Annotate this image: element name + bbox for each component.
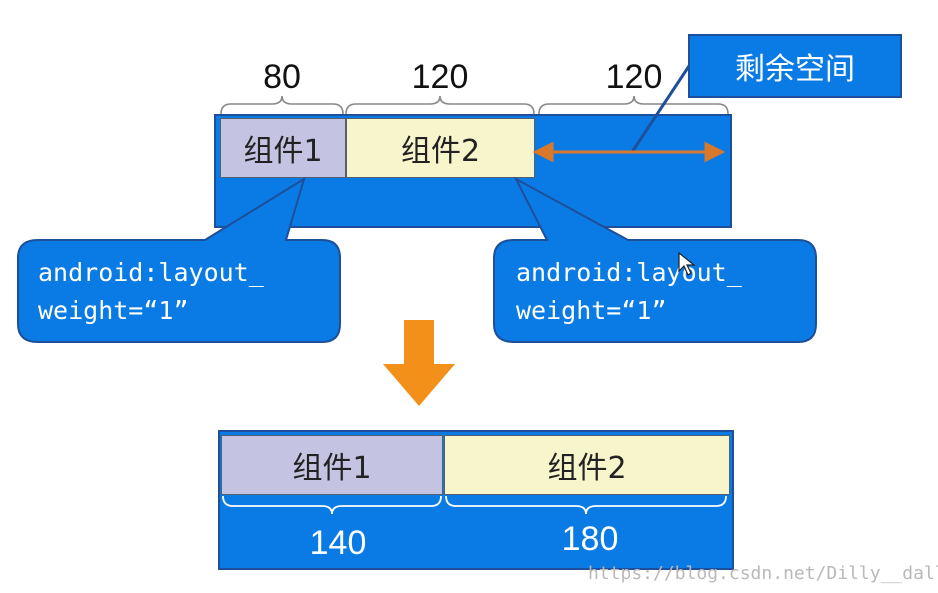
width-label-120-component2: 120 [411,58,469,96]
callout-right-bubble [493,176,817,343]
watermark: https://blog.csdn.net/Dilly__dally [588,563,938,584]
brace-180 [445,495,727,515]
down-arrow-icon [383,320,455,406]
width-label-120-remaining: 120 [605,58,663,96]
bottom-component2: 组件2 [444,435,730,495]
mouse-cursor-icon [678,252,696,276]
top-component1: 组件1 [220,118,346,178]
width-label-140: 140 [309,524,367,562]
callout-left-bubble [17,176,341,343]
brace-120-b [538,95,729,115]
brace-140 [222,495,442,515]
bottom-component1: 组件1 [221,435,443,495]
width-label-80: 80 [263,58,301,96]
callout-right-line2: weight=“1” [516,296,667,325]
top-component2: 组件2 [346,118,535,178]
width-label-180: 180 [561,520,619,558]
callout-left-line2: weight=“1” [38,296,189,325]
brace-80 [220,95,344,115]
remaining-space-label: 剩余空间 [688,34,902,98]
remaining-space-pointer [630,59,695,153]
double-arrow-icon [532,141,726,163]
callout-left-line1: android:layout_ [38,258,264,287]
callout-right-line1: android:layout_ [516,258,742,287]
brace-120-a [345,95,535,115]
